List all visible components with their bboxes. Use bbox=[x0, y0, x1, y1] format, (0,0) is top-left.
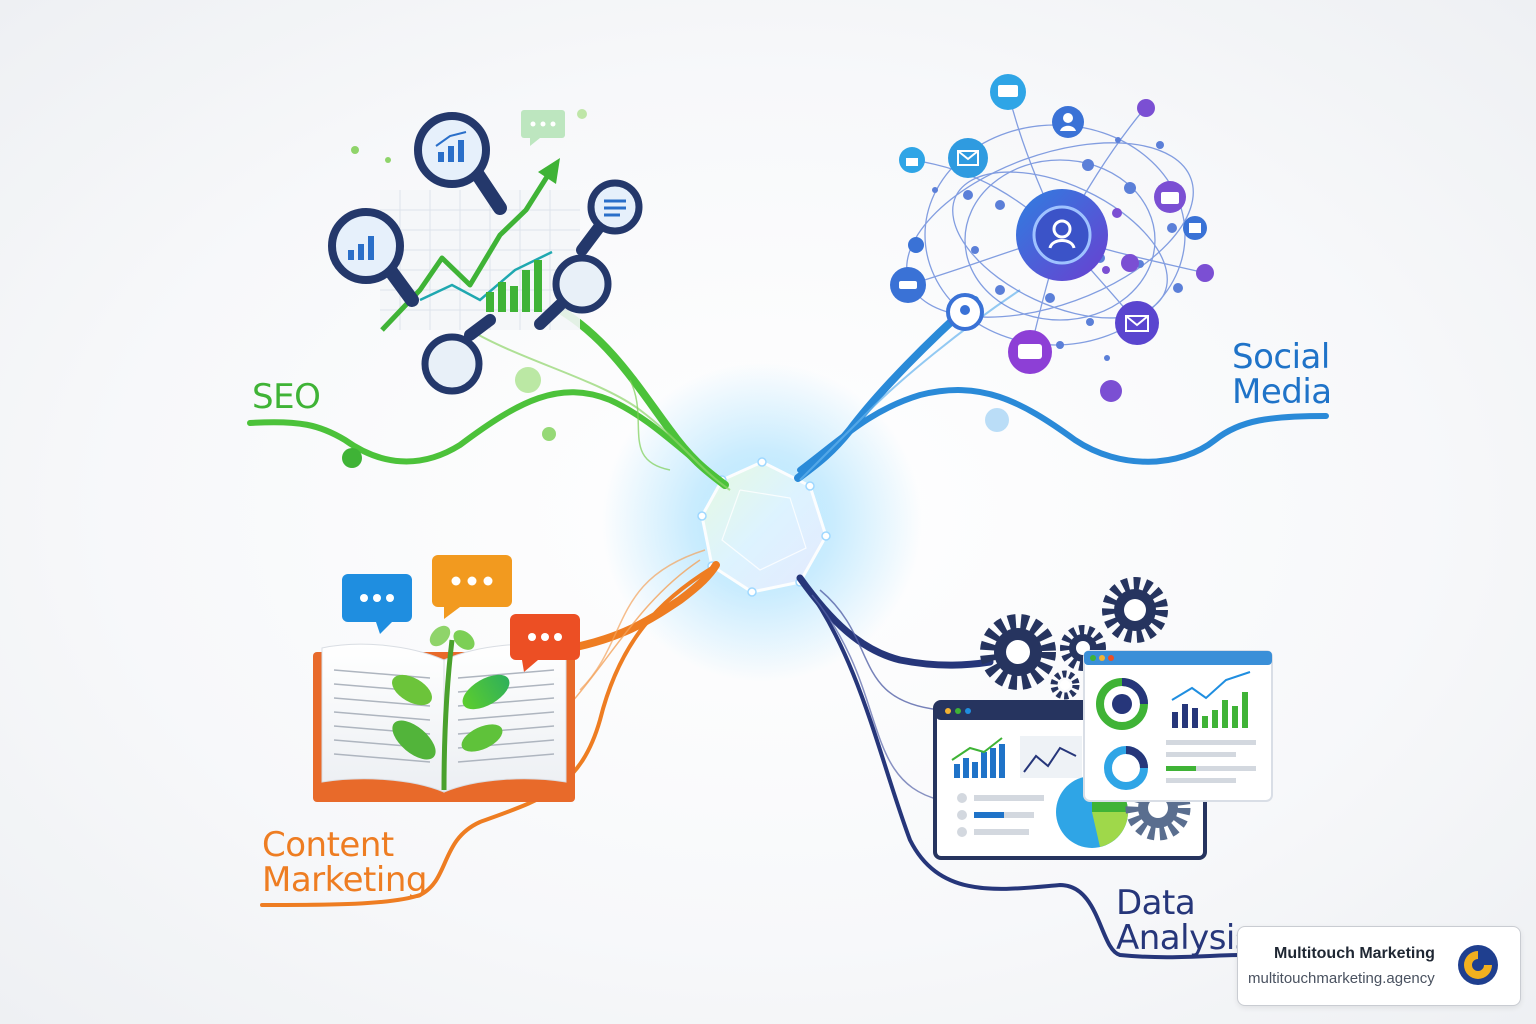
plant-icon bbox=[392, 625, 510, 791]
location-icon bbox=[946, 293, 984, 331]
data-analysis-label: Data Analysis bbox=[1116, 883, 1253, 958]
magnifier-chart-icon bbox=[328, 208, 419, 307]
magnifier-chart-icon bbox=[414, 112, 507, 215]
car-icon bbox=[890, 267, 926, 303]
content-branch bbox=[260, 549, 720, 907]
settings-node-icon bbox=[1183, 216, 1207, 240]
mail-icon bbox=[948, 138, 988, 178]
seo-branch bbox=[247, 109, 731, 491]
magnifier-icon bbox=[534, 254, 612, 330]
social-media-label-line-2: Media bbox=[1232, 372, 1332, 412]
brand-url[interactable]: multitouchmarketing.agency bbox=[1248, 970, 1435, 987]
social-branch bbox=[794, 74, 1329, 482]
home-icon bbox=[899, 147, 925, 173]
chat-bubble-icon bbox=[521, 110, 565, 146]
chat-icon bbox=[990, 74, 1026, 110]
bar-chart-icon bbox=[1166, 671, 1256, 783]
magnifier-icon bbox=[421, 314, 496, 395]
central-hub bbox=[602, 362, 922, 682]
mail-icon bbox=[1115, 301, 1159, 345]
data-branch bbox=[796, 574, 1273, 960]
social-media-label-line-1: Social bbox=[1232, 337, 1330, 377]
seo-label: SEO bbox=[252, 377, 321, 417]
brand-card[interactable]: Multitouch Marketing multitouchmarketing… bbox=[1237, 926, 1521, 1006]
brand-logo-icon bbox=[1458, 945, 1498, 985]
magnifier-lines-icon bbox=[576, 179, 643, 256]
content-marketing-label-line-2: Marketing bbox=[262, 860, 427, 900]
speech-bubble-icon bbox=[432, 555, 512, 619]
data-analysis-label-line-1: Data bbox=[1116, 883, 1196, 923]
growth-arrow-icon bbox=[380, 170, 553, 332]
speech-bubble-icon bbox=[342, 574, 412, 634]
speech-bubble-icon bbox=[510, 614, 580, 672]
chat-bubble-icon bbox=[1008, 330, 1052, 374]
user-node-icon bbox=[1052, 106, 1084, 138]
gear-icon bbox=[980, 614, 1056, 690]
profile-hub-icon bbox=[1016, 189, 1108, 281]
content-marketing-label: Content Marketing bbox=[262, 828, 427, 898]
briefcase-icon bbox=[1154, 181, 1186, 213]
social-media-label: Social Media bbox=[1232, 340, 1332, 410]
gear-icon bbox=[1102, 577, 1168, 643]
content-marketing-label-line-1: Content bbox=[262, 825, 394, 865]
brand-name: Multitouch Marketing bbox=[1274, 945, 1435, 962]
gear-icon bbox=[1050, 670, 1080, 700]
seo-label-line: SEO bbox=[252, 377, 321, 417]
image-icon bbox=[908, 237, 924, 253]
data-analysis-label-line-2: Analysis bbox=[1116, 918, 1253, 958]
